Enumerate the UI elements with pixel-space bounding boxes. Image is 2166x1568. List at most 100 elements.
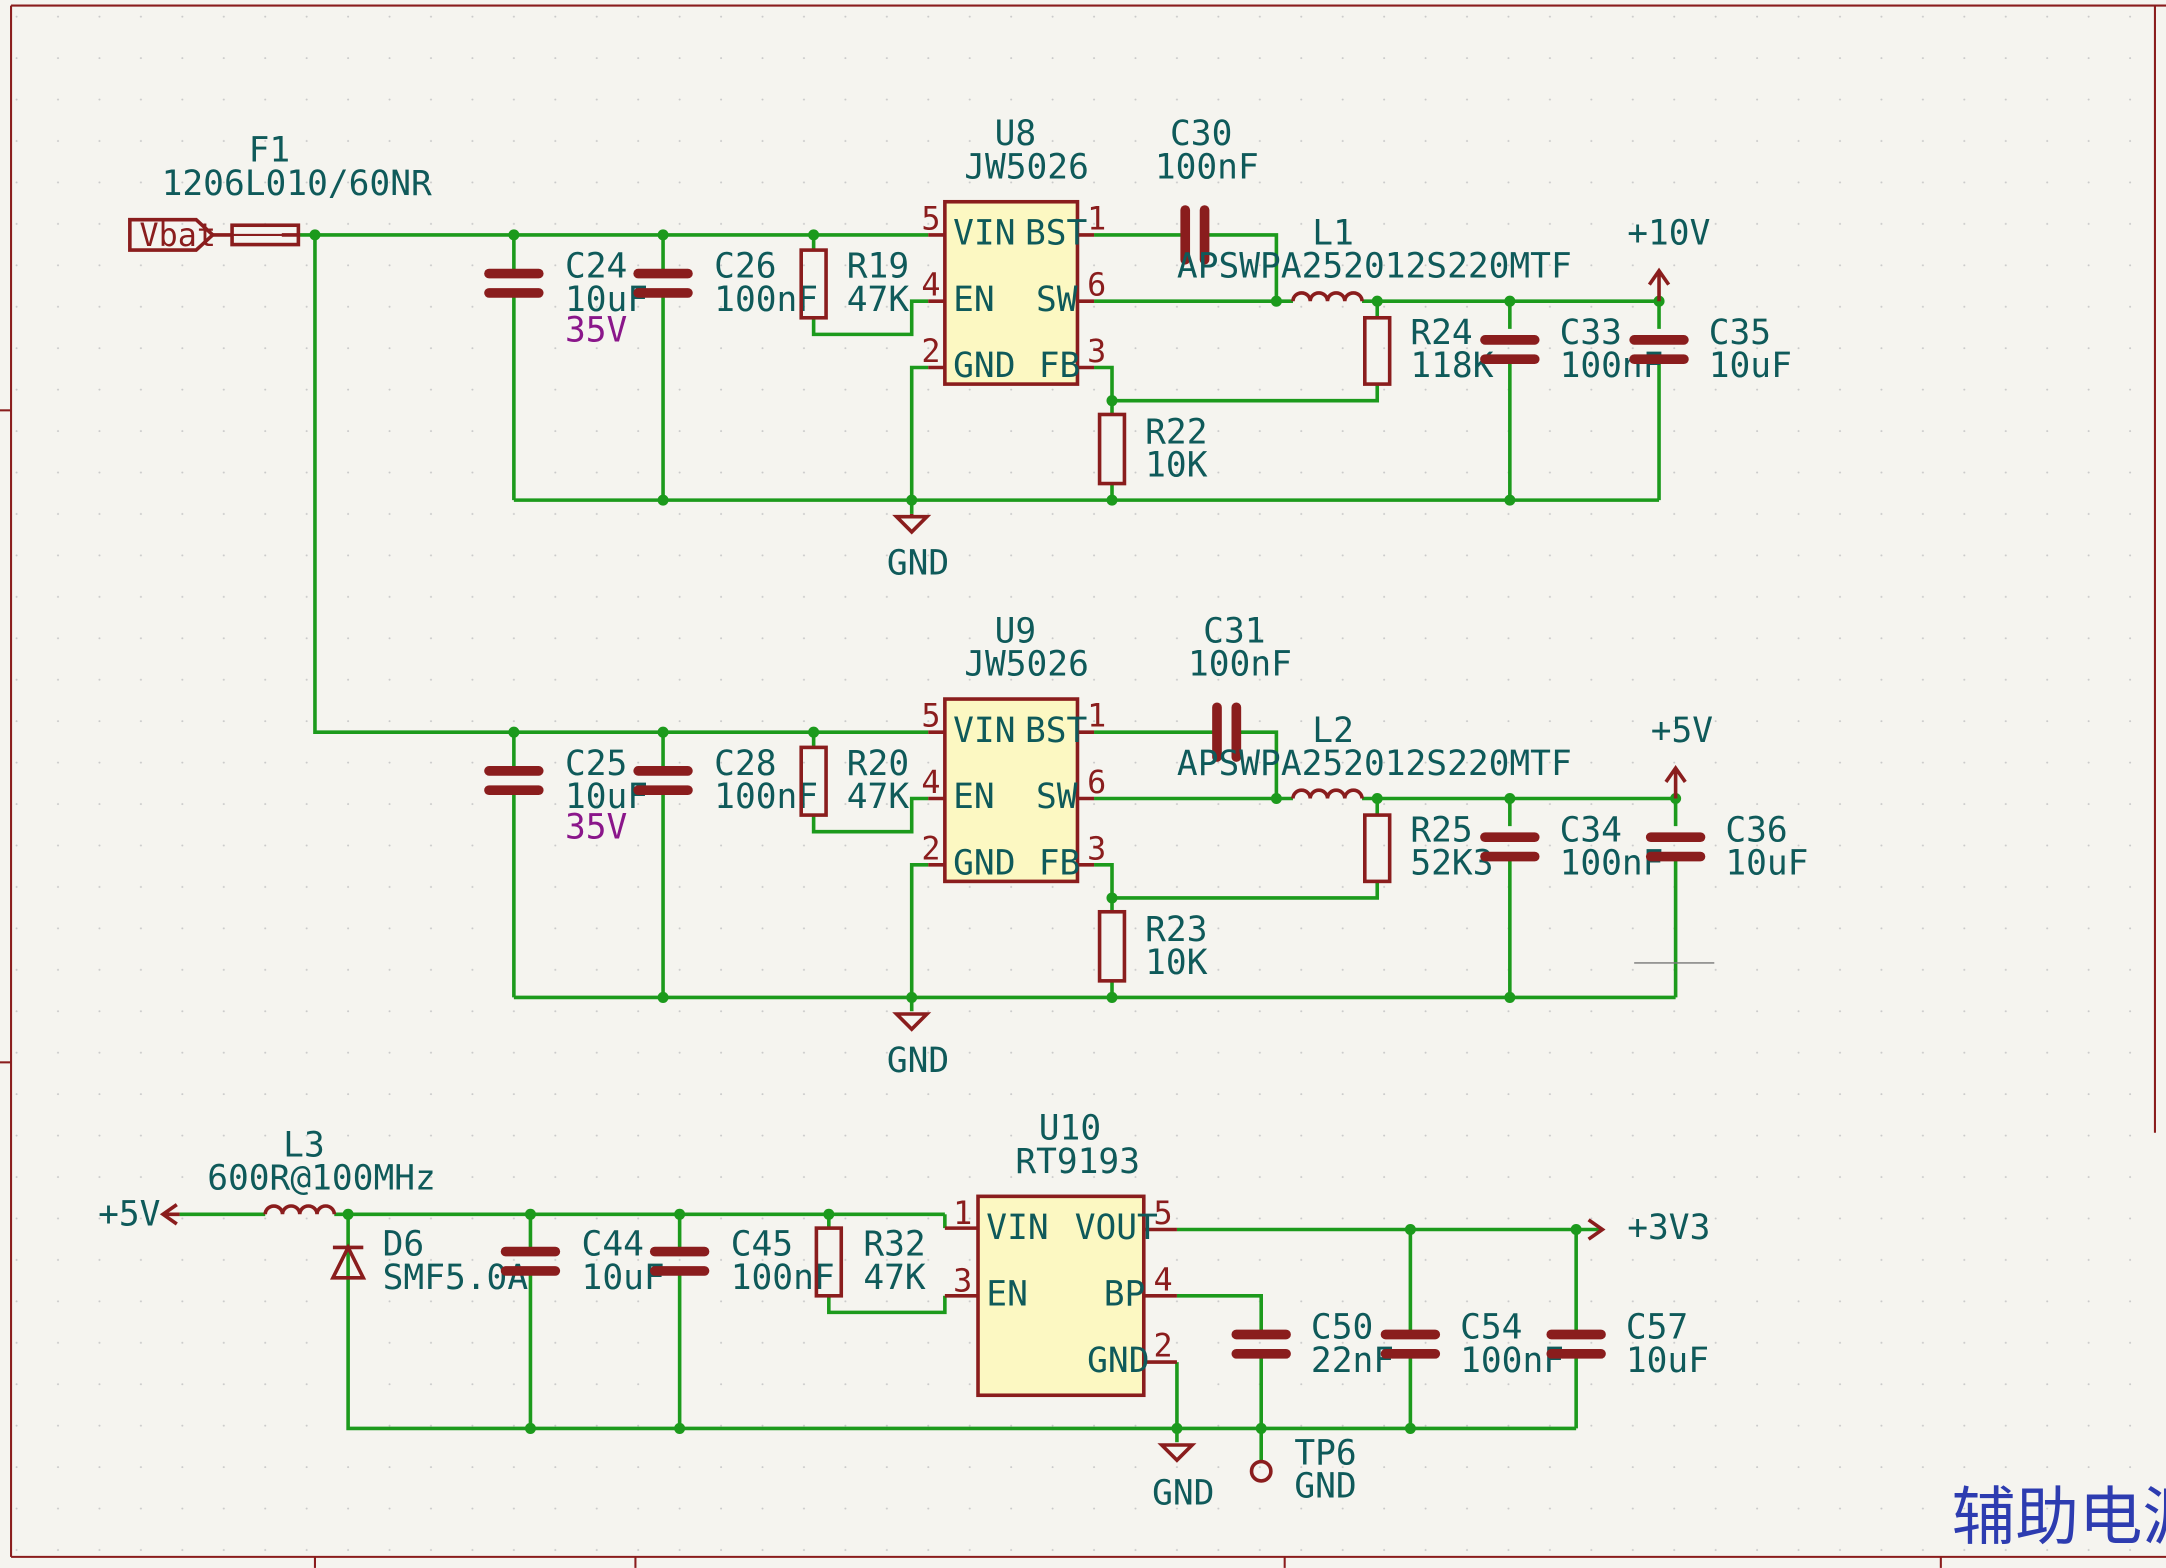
svg-text:APSWPA252012S220MTF: APSWPA252012S220MTF <box>1177 247 1572 287</box>
svg-text:JW5026: JW5026 <box>964 645 1089 685</box>
inductor-l3[interactable]: L3 600R@100MHz <box>207 1125 436 1215</box>
svg-text:C50: C50 <box>1311 1308 1373 1348</box>
svg-text:VOUT: VOUT <box>1075 1208 1158 1248</box>
ic-u8[interactable]: U8 JW5026 VIN EN GND BST SW FB 5 4 2 1 6… <box>921 114 1106 386</box>
capacitor-c33[interactable]: C33 100nF <box>1480 313 1664 386</box>
diode-d6[interactable]: D6 SMF5.0A <box>330 1225 529 1298</box>
svg-text:GND: GND <box>887 544 949 584</box>
svg-text:C44: C44 <box>582 1225 644 1265</box>
power-5v-input: +5V <box>98 1194 180 1234</box>
svg-text:SW: SW <box>1036 777 1078 817</box>
svg-text:R19: R19 <box>847 247 909 287</box>
svg-text:3: 3 <box>1087 334 1106 370</box>
svg-text:+10V: +10V <box>1627 214 1710 254</box>
svg-text:C25: C25 <box>565 744 627 784</box>
inductor-l2[interactable]: L2 APSWPA252012S220MTF <box>1177 711 1572 799</box>
svg-text:EN: EN <box>953 777 995 817</box>
capacitor-c44[interactable]: C44 10uF <box>500 1225 665 1298</box>
capacitor-c30[interactable]: C30 100nF <box>1155 114 1259 265</box>
svg-text:JW5026: JW5026 <box>964 147 1089 187</box>
capacitor-c35[interactable]: C35 10uF <box>1629 313 1792 386</box>
capacitor-c36[interactable]: C36 10uF <box>1645 810 1809 883</box>
svg-text:C45: C45 <box>731 1225 793 1265</box>
svg-text:10K: 10K <box>1145 943 1208 983</box>
svg-text:+3V3: +3V3 <box>1627 1208 1710 1248</box>
svg-text:52K3: 52K3 <box>1410 843 1493 883</box>
svg-text:FB: FB <box>1039 346 1081 386</box>
svg-text:R32: R32 <box>863 1225 925 1265</box>
svg-text:U8: U8 <box>995 114 1037 154</box>
svg-text:C57: C57 <box>1626 1308 1688 1348</box>
svg-text:GND: GND <box>887 1041 949 1081</box>
svg-text:R24: R24 <box>1410 313 1472 353</box>
resistor-r24[interactable]: R24 118K <box>1363 313 1494 386</box>
svg-text:600R@100MHz: 600R@100MHz <box>207 1158 436 1198</box>
svg-text:EN: EN <box>986 1274 1028 1314</box>
svg-text:GND: GND <box>953 843 1015 883</box>
svg-text:U10: U10 <box>1039 1109 1101 1149</box>
junctions <box>309 229 1682 1434</box>
capacitor-c34[interactable]: C34 100nF <box>1480 810 1664 883</box>
svg-text:2: 2 <box>921 334 940 370</box>
svg-text:F1: F1 <box>249 131 291 171</box>
resistor-r22[interactable]: R22 10K <box>1097 412 1208 486</box>
svg-text:118K: 118K <box>1410 346 1493 386</box>
sheet-title: 辅助电源 <box>1952 1480 2166 1554</box>
svg-text:100nF: 100nF <box>1188 645 1292 685</box>
ic-u9[interactable]: U9 JW5026 VIN EN GND BST SW FB 5 4 2 1 6… <box>921 611 1106 883</box>
wires <box>179 233 1678 1462</box>
svg-text:100nF: 100nF <box>1560 346 1664 386</box>
power-5v-u9: +5V <box>1651 711 1713 799</box>
svg-text:GND: GND <box>953 346 1015 386</box>
svg-text:35V: 35V <box>565 310 627 350</box>
svg-text:1: 1 <box>953 1196 972 1232</box>
svg-text:GND: GND <box>1152 1473 1214 1513</box>
svg-text:L1: L1 <box>1312 214 1354 254</box>
svg-text:C54: C54 <box>1460 1308 1522 1348</box>
inductor-l1[interactable]: L1 APSWPA252012S220MTF <box>1177 214 1572 302</box>
capacitor-c50[interactable]: C50 22nF <box>1231 1308 1394 1381</box>
svg-text:C33: C33 <box>1560 313 1622 353</box>
svg-text:VIN: VIN <box>986 1208 1048 1248</box>
resistor-r19[interactable]: R19 47K <box>799 247 909 320</box>
svg-text:BST: BST <box>1025 214 1087 254</box>
svg-text:L2: L2 <box>1312 711 1354 751</box>
vbat-label[interactable]: Vbat <box>128 217 217 254</box>
capacitor-c24[interactable]: C24 10uF 35V <box>484 247 648 351</box>
ic-u10[interactable]: U10 RT9193 VIN EN VOUT BP GND 1 3 5 4 2 <box>944 1109 1177 1398</box>
svg-text:4: 4 <box>921 268 940 304</box>
svg-text:C30: C30 <box>1170 114 1232 154</box>
svg-text:22nF: 22nF <box>1311 1341 1394 1381</box>
svg-text:5: 5 <box>1153 1196 1172 1232</box>
fuse-f1[interactable]: F1 1206L010/60NR <box>162 131 432 247</box>
svg-text:BP: BP <box>1104 1274 1146 1314</box>
svg-text:5: 5 <box>921 699 940 735</box>
svg-text:APSWPA252012S220MTF: APSWPA252012S220MTF <box>1177 744 1572 784</box>
svg-text:C35: C35 <box>1709 313 1771 353</box>
resistor-r25[interactable]: R25 52K3 <box>1363 810 1494 883</box>
svg-text:U9: U9 <box>995 611 1037 651</box>
capacitor-c57[interactable]: C57 10uF <box>1546 1308 1709 1381</box>
svg-text:47K: 47K <box>863 1258 926 1298</box>
svg-text:VIN: VIN <box>953 214 1015 254</box>
svg-text:100nF: 100nF <box>1460 1341 1564 1381</box>
capacitor-c31[interactable]: C31 100nF <box>1188 611 1292 762</box>
svg-text:SMF5.0A: SMF5.0A <box>383 1258 529 1298</box>
svg-text:BST: BST <box>1025 711 1087 751</box>
svg-text:EN: EN <box>953 280 995 320</box>
svg-text:47K: 47K <box>847 777 910 817</box>
test-point-tp6[interactable]: TP6 GND <box>1249 1433 1357 1506</box>
svg-text:10uF: 10uF <box>1725 843 1808 883</box>
capacitor-c25[interactable]: C25 10uF 35V <box>484 744 648 848</box>
capacitor-c54[interactable]: C54 100nF <box>1380 1308 1565 1381</box>
svg-text:10uF: 10uF <box>582 1258 665 1298</box>
svg-text:FB: FB <box>1039 843 1081 883</box>
resistor-r23[interactable]: R23 10K <box>1097 910 1208 983</box>
svg-text:C24: C24 <box>565 247 627 287</box>
resistor-r20[interactable]: R20 47K <box>799 744 910 817</box>
svg-text:Vbat: Vbat <box>140 218 217 254</box>
resistor-r32[interactable]: R32 47K <box>814 1225 926 1298</box>
svg-text:3: 3 <box>953 1264 972 1300</box>
svg-text:R23: R23 <box>1145 910 1207 950</box>
svg-text:10uF: 10uF <box>1709 346 1792 386</box>
